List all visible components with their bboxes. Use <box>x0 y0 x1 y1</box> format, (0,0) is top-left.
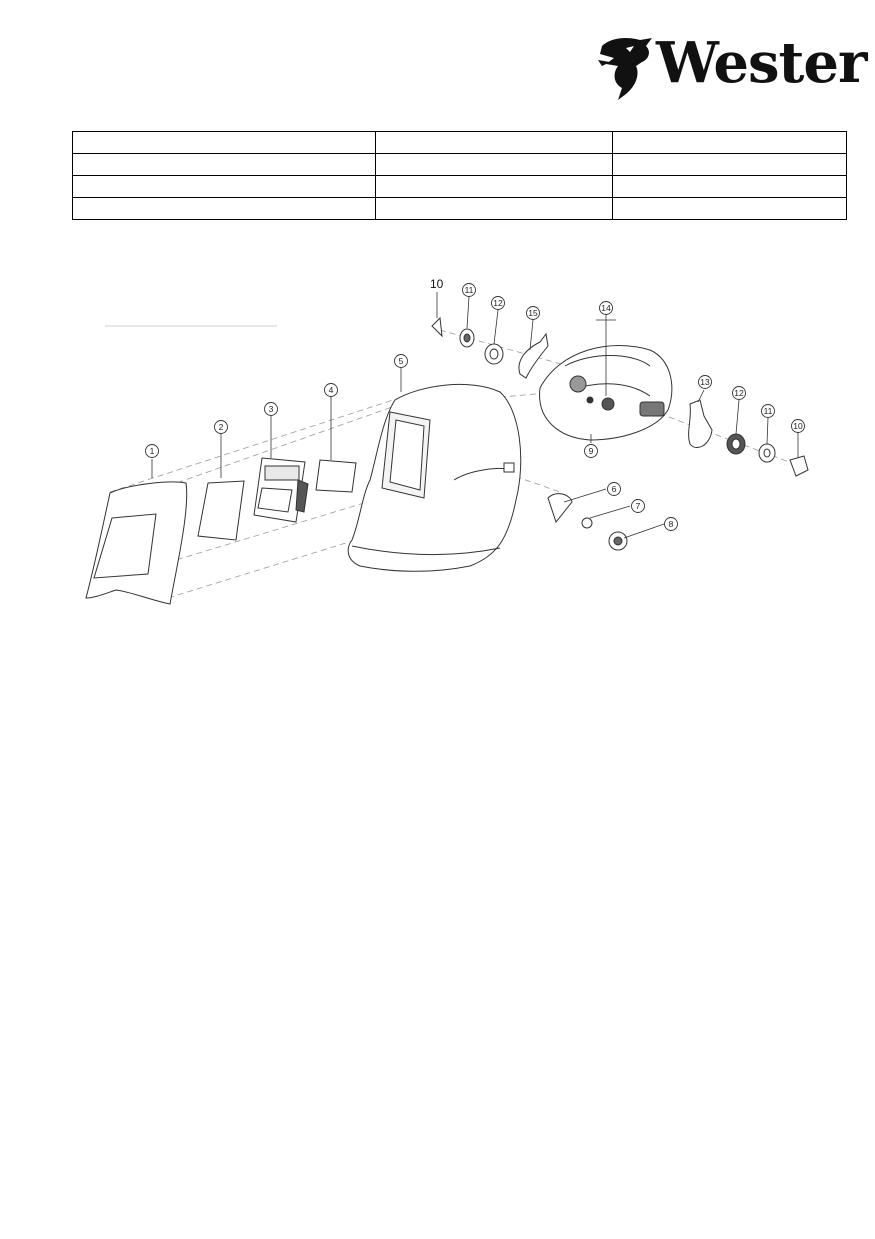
callout-7-label: 7 <box>636 501 641 511</box>
callout-10-right: 10 <box>791 419 805 433</box>
part-15 <box>518 332 549 379</box>
part-10-left <box>431 316 443 338</box>
part-6 <box>547 493 573 524</box>
callout-3-label: 3 <box>269 404 274 414</box>
part-clear-lens <box>197 480 245 541</box>
callout-8-label: 8 <box>669 519 674 529</box>
part-11-top <box>459 328 475 348</box>
table-cell <box>375 197 613 220</box>
callout-13: 13 <box>698 375 712 389</box>
table-cell <box>72 153 376 176</box>
table-row <box>72 197 847 220</box>
callout-10-right-label: 10 <box>793 421 803 431</box>
callout-11-top: 11 <box>462 283 476 297</box>
callout-12-right: 12 <box>732 386 746 400</box>
callout-2-label: 2 <box>219 422 224 432</box>
callout-3: 3 <box>264 402 278 416</box>
table-cell <box>612 131 847 154</box>
table-cell <box>375 153 613 176</box>
brand-name: Wester <box>656 30 867 96</box>
table-cell <box>375 175 613 198</box>
callout-9-label: 9 <box>589 446 594 456</box>
table-cell <box>72 175 376 198</box>
dragon-icon <box>598 38 652 100</box>
part-adf-cartridge <box>253 457 309 523</box>
callout-4-label: 4 <box>329 385 334 395</box>
table-row <box>72 131 847 154</box>
callout-12-top: 12 <box>491 296 505 310</box>
part-7 <box>581 517 593 529</box>
part-12-top <box>484 343 504 365</box>
table-row <box>72 175 847 198</box>
callout-1-label: 1 <box>150 446 155 456</box>
callout-10-plain: 10 <box>430 277 444 291</box>
part-12-right <box>726 433 746 455</box>
callout-5: 5 <box>394 354 408 368</box>
callout-11-right-label: 11 <box>764 406 773 416</box>
callout-11-top-label: 11 <box>465 285 474 295</box>
callout-11-right: 11 <box>761 404 775 418</box>
callout-4: 4 <box>324 383 338 397</box>
brand-logo: Wester <box>596 30 867 102</box>
callout-2: 2 <box>214 420 228 434</box>
callout-7: 7 <box>631 499 645 513</box>
table-cell <box>612 197 847 220</box>
callout-12-top-label: 12 <box>493 298 503 308</box>
table-cell <box>72 197 376 220</box>
part-10-right <box>789 455 809 477</box>
callout-14: 14 <box>599 301 613 315</box>
spec-table <box>72 131 847 220</box>
callout-1: 1 <box>145 444 159 458</box>
exploded-diagram: 10 1 2 3 4 5 11 12 15 14 13 12 <box>85 277 809 605</box>
callout-13-label: 13 <box>700 377 710 387</box>
part-helmet-shell <box>347 383 522 572</box>
part-13 <box>688 399 713 448</box>
part-inner-lens <box>315 459 357 493</box>
callout-8: 8 <box>664 517 678 531</box>
callout-6-label: 6 <box>612 484 617 494</box>
table-cell <box>72 131 376 154</box>
callout-12-right-label: 12 <box>734 388 744 398</box>
part-11-right <box>758 443 776 463</box>
part-8 <box>608 531 628 551</box>
table-cell <box>612 175 847 198</box>
table-cell <box>375 131 613 154</box>
leader-lines <box>151 292 799 539</box>
table-row <box>72 153 847 176</box>
callout-6: 6 <box>607 482 621 496</box>
callout-15: 15 <box>526 306 540 320</box>
callout-14-label: 14 <box>601 303 611 313</box>
callout-9: 9 <box>584 444 598 458</box>
table-cell <box>612 153 847 176</box>
callout-15-label: 15 <box>528 308 538 318</box>
part-outer-lens <box>85 481 188 605</box>
callout-5-label: 5 <box>399 356 404 366</box>
